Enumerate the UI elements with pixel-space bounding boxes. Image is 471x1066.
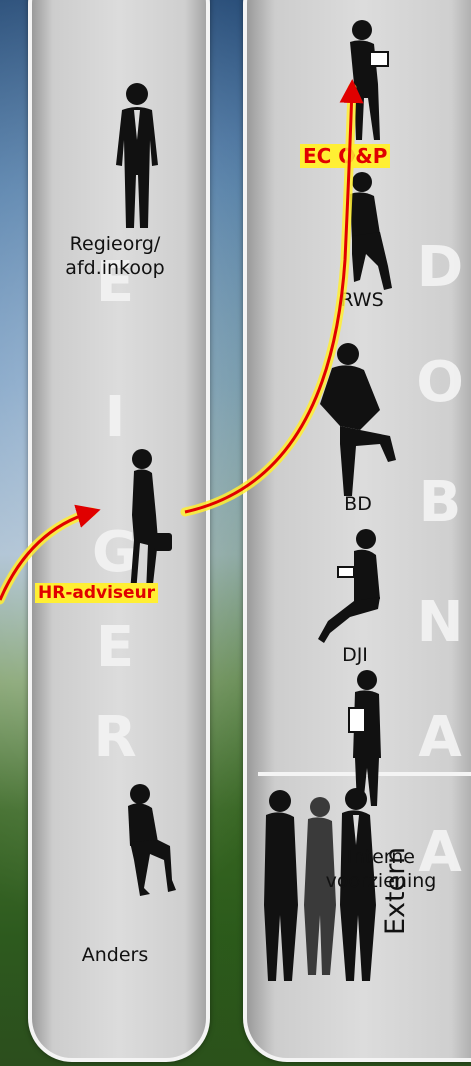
- arrow-to-hr-adviseur: [0, 512, 92, 600]
- arrow-hr-to-ec-op: [185, 88, 352, 512]
